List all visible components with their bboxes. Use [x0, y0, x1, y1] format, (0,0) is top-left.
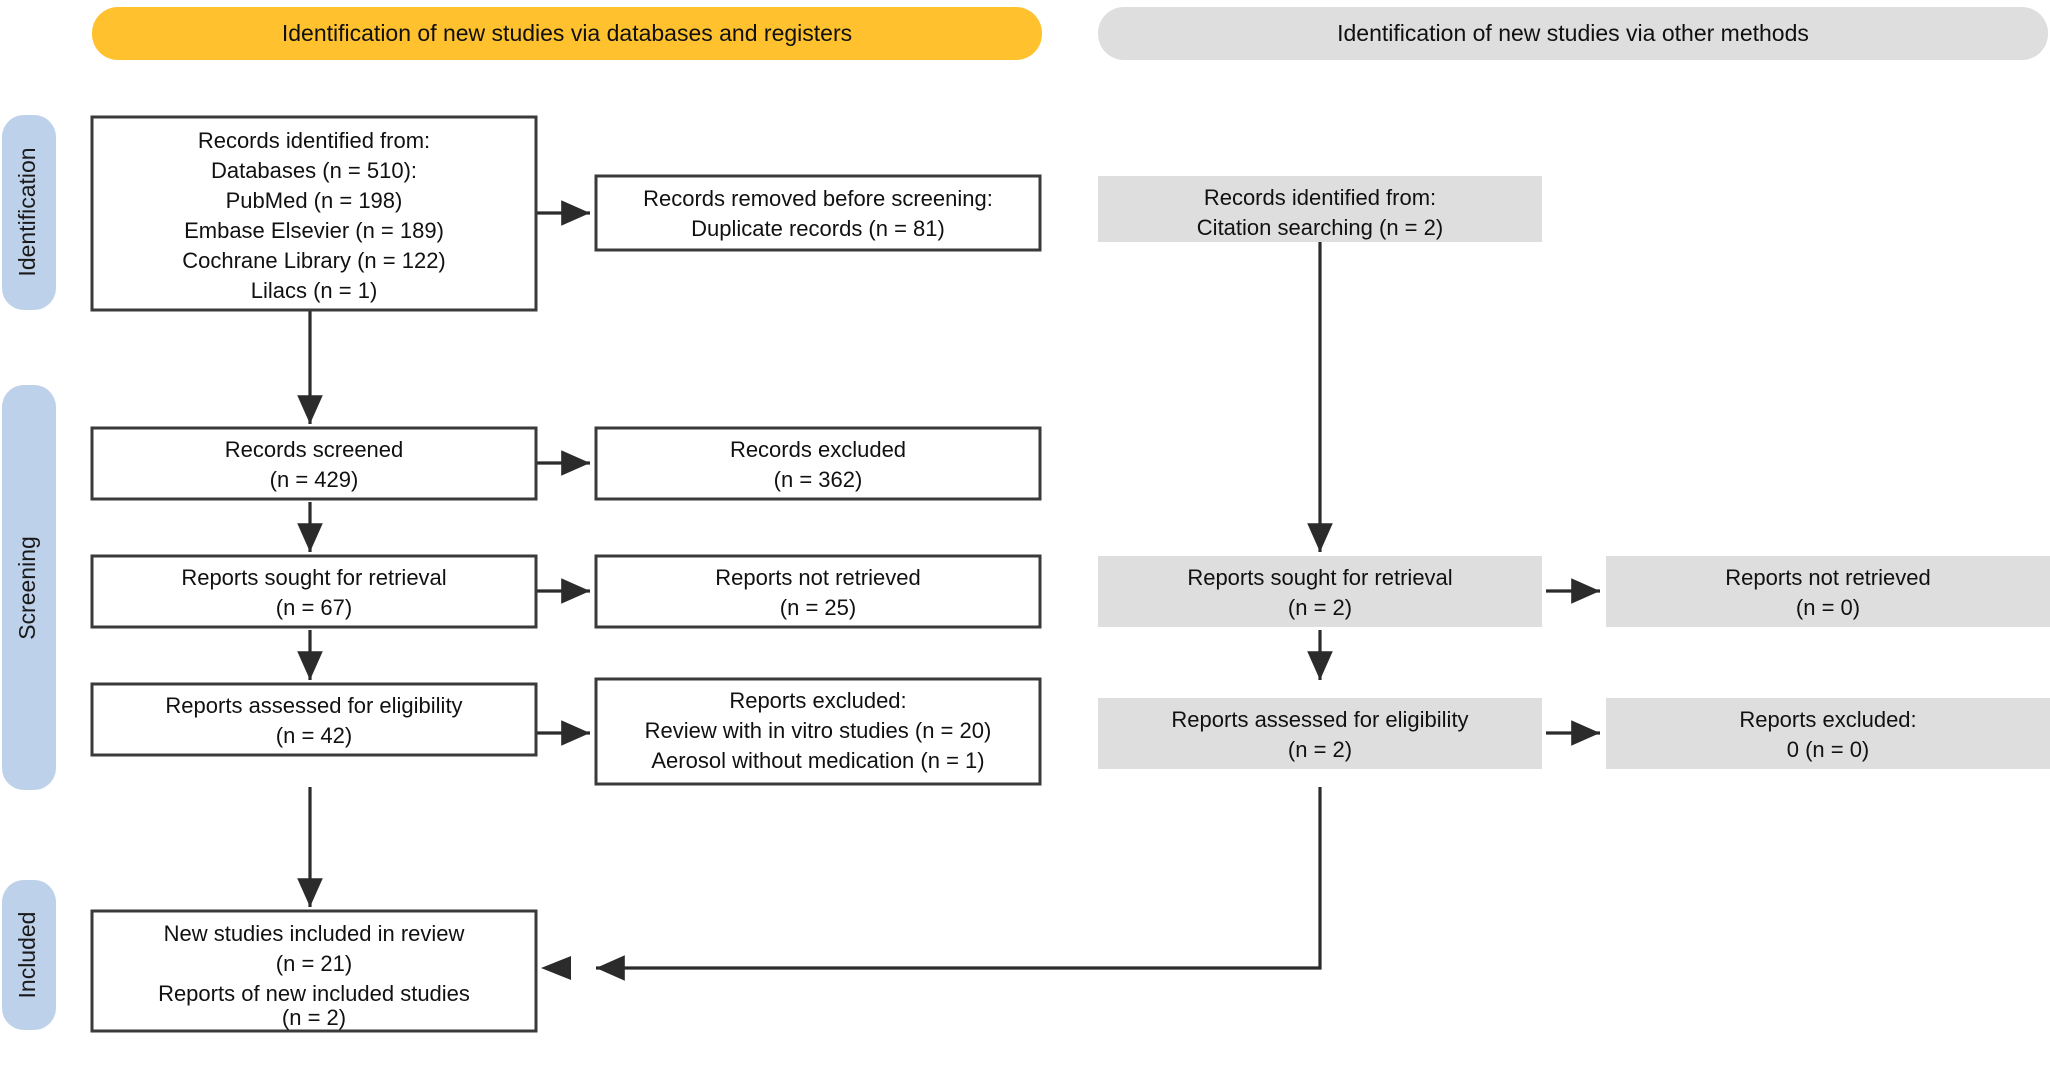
banner-databases-registers: Identification of new studies via databa… [92, 7, 1042, 60]
stage-pill-screening: Screening [2, 385, 56, 790]
box-reports-excluded: Reports excluded: Review with in vitro s… [594, 677, 1042, 786]
box-reports-assessed-line-1: (n = 42) [276, 723, 352, 748]
box-new-studies-included-line-2: Reports of new included studies [158, 981, 470, 1006]
box-reports-not-retrieved-line-1: (n = 25) [780, 595, 856, 620]
box-other-reports-sought-line-0: Reports sought for retrieval [1187, 565, 1452, 590]
stage-pill-identification: Identification [2, 115, 56, 310]
banner-other-methods-label: Identification of new studies via other … [1337, 20, 1809, 46]
arrowhead-into-included-box [541, 956, 571, 980]
box-new-studies-included-line-3: (n = 2) [282, 1005, 346, 1030]
box-other-reports-not-retrieved-line-1: (n = 0) [1796, 595, 1860, 620]
box-reports-assessed: Reports assessed for eligibility (n = 42… [90, 682, 538, 757]
box-reports-excluded-line-2: Aerosol without medication (n = 1) [651, 748, 984, 773]
box-other-reports-assessed: Reports assessed for eligibility (n = 2) [1098, 698, 1542, 769]
box-records-excluded-line-1: (n = 362) [774, 467, 863, 492]
box-records-excluded-line-0: Records excluded [730, 437, 906, 462]
box-records-identified-line-1: Databases (n = 510): [211, 158, 417, 183]
box-records-removed: Records removed before screening: Duplic… [594, 174, 1042, 252]
box-other-reports-excluded-line-0: Reports excluded: [1739, 707, 1916, 732]
box-reports-not-retrieved: Reports not retrieved (n = 25) [594, 554, 1042, 629]
box-new-studies-included-line-1: (n = 21) [276, 951, 352, 976]
box-other-reports-assessed-line-1: (n = 2) [1288, 737, 1352, 762]
box-records-identified-line-5: Lilacs (n = 1) [251, 278, 378, 303]
box-new-studies-included-line-0: New studies included in review [164, 921, 465, 946]
box-reports-excluded-line-1: Review with in vitro studies (n = 20) [645, 718, 992, 743]
stage-pill-included: Included [2, 880, 56, 1030]
box-other-records-identified: Records identified from: Citation search… [1098, 176, 1542, 242]
box-other-reports-excluded-line-1: 0 (n = 0) [1787, 737, 1870, 762]
box-reports-sought-line-1: (n = 67) [276, 595, 352, 620]
box-other-reports-not-retrieved-line-0: Reports not retrieved [1725, 565, 1930, 590]
box-records-identified-line-2: PubMed (n = 198) [226, 188, 403, 213]
box-reports-sought-line-0: Reports sought for retrieval [181, 565, 446, 590]
box-other-records-identified-line-1: Citation searching (n = 2) [1197, 215, 1443, 240]
box-other-records-identified-line-0: Records identified from: [1204, 185, 1436, 210]
stage-label-included: Included [14, 912, 40, 999]
box-records-screened-line-1: (n = 429) [270, 467, 359, 492]
connector-other-assessed-to-included [596, 787, 1322, 981]
stage-label-identification: Identification [14, 147, 40, 276]
box-reports-not-retrieved-line-0: Reports not retrieved [715, 565, 920, 590]
box-records-identified-line-3: Embase Elsevier (n = 189) [184, 218, 444, 243]
box-records-identified-line-0: Records identified from: [198, 128, 430, 153]
box-other-reports-not-retrieved: Reports not retrieved (n = 0) [1606, 556, 2050, 627]
box-records-screened-line-0: Records screened [225, 437, 404, 462]
box-reports-assessed-line-0: Reports assessed for eligibility [165, 693, 462, 718]
box-records-identified-line-4: Cochrane Library (n = 122) [182, 248, 446, 273]
box-records-excluded: Records excluded (n = 362) [594, 426, 1042, 501]
box-reports-excluded-line-0: Reports excluded: [729, 688, 906, 713]
box-reports-sought: Reports sought for retrieval (n = 67) [90, 554, 538, 629]
box-other-reports-assessed-line-0: Reports assessed for eligibility [1171, 707, 1468, 732]
box-other-reports-sought-line-1: (n = 2) [1288, 595, 1352, 620]
box-other-reports-excluded: Reports excluded: 0 (n = 0) [1606, 698, 2050, 769]
box-records-removed-line-1: Duplicate records (n = 81) [691, 216, 945, 241]
box-records-screened: Records screened (n = 429) [90, 426, 538, 501]
box-other-reports-sought: Reports sought for retrieval (n = 2) [1098, 556, 1542, 627]
banner-other-methods: Identification of new studies via other … [1098, 7, 2048, 60]
stage-label-screening: Screening [14, 536, 40, 640]
box-new-studies-included: New studies included in review (n = 21) … [90, 909, 538, 1033]
box-records-removed-line-0: Records removed before screening: [643, 186, 993, 211]
box-records-identified: Records identified from: Databases (n = … [90, 115, 538, 312]
banner-databases-registers-label: Identification of new studies via databa… [282, 20, 852, 46]
